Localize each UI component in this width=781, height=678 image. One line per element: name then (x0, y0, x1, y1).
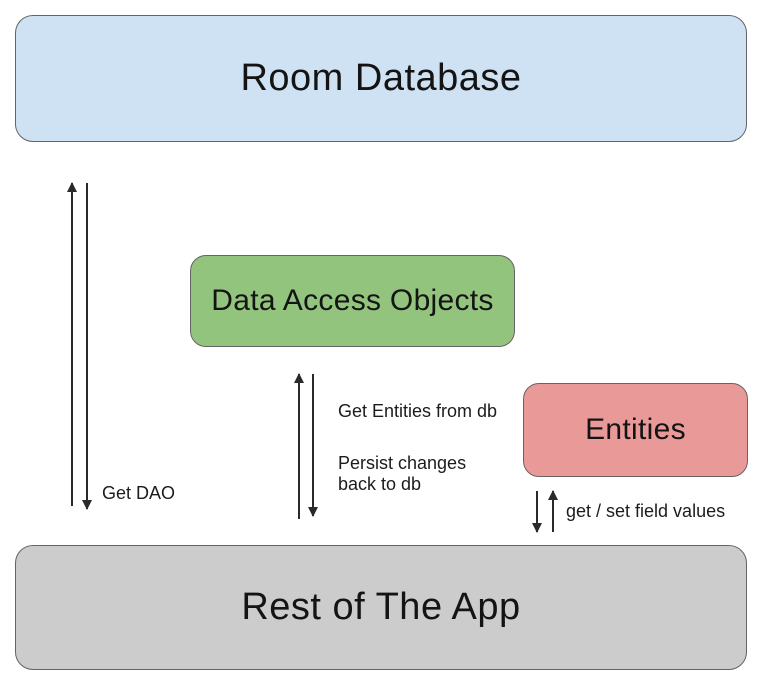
arrow-down-icon (82, 183, 92, 510)
arrowhead-down-icon (308, 507, 318, 517)
arrow-up-icon (294, 373, 304, 519)
arrow-down-icon (308, 374, 318, 517)
arrowhead-up-icon (67, 182, 77, 192)
node-entities-label: Entities (585, 413, 686, 446)
node-room-database-label: Room Database (240, 57, 522, 99)
edge-label-get-entities-from-db: Get Entities from db (338, 401, 498, 421)
edge-label-get-dao: Get DAO (102, 483, 176, 503)
node-data-access-objects-label: Data Access Objects (211, 284, 494, 317)
arrow-up-icon (67, 182, 77, 506)
node-entities: Entities (523, 383, 748, 477)
edge-label-persist-changes: Persist changes back to db (338, 453, 467, 494)
arrow-up-icon (548, 490, 558, 532)
edge-label-get-set-field-values: get / set field values (566, 501, 726, 521)
arrowhead-down-icon (532, 523, 542, 533)
arrowhead-up-icon (294, 373, 304, 383)
arrowhead-down-icon (82, 500, 92, 510)
node-data-access-objects: Data Access Objects (190, 255, 515, 347)
node-rest-of-the-app-label: Rest of The App (241, 586, 521, 628)
arrow-down-icon (532, 491, 542, 533)
node-rest-of-the-app: Rest of The App (15, 545, 747, 670)
arrowhead-up-icon (548, 490, 558, 500)
node-room-database: Room Database (15, 15, 747, 142)
